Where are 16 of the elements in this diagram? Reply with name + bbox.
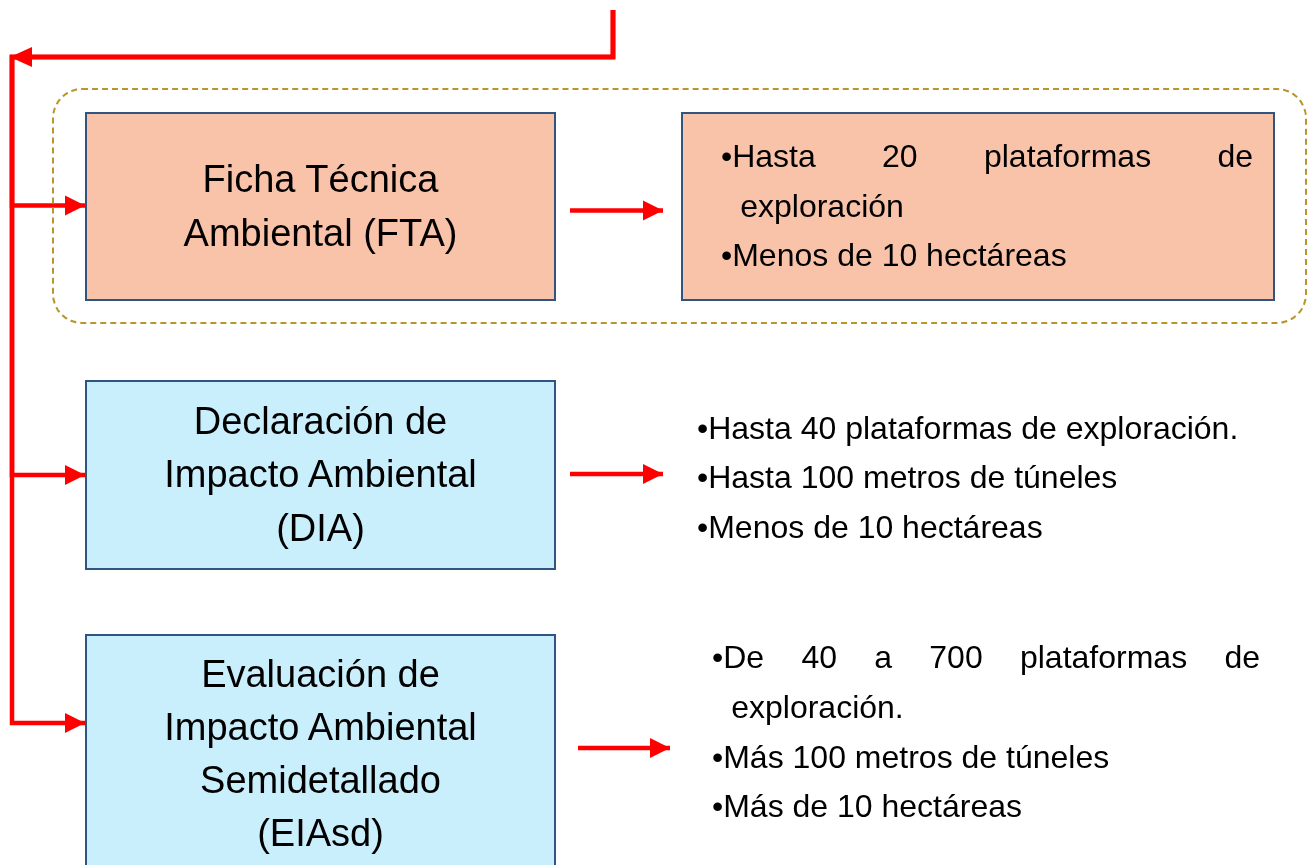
box-label: Declaración de Impacto Ambiental (DIA) <box>163 399 478 551</box>
criteria-box <box>681 112 1275 301</box>
bullet-item: •Hasta 40 plataformas de exploración. <box>697 408 1240 448</box>
bullet-item: •Hasta 20 plataformas de exploración <box>721 137 1253 226</box>
box-label: Ficha Técnica Ambiental (FTA) <box>182 157 459 256</box>
bullet-item: •De 40 a 700 plataformas de exploración. <box>712 638 1260 727</box>
process-box <box>85 112 556 301</box>
box-label: Evaluación de Impacto Ambiental Semidetallado (EIAsd) <box>163 651 478 857</box>
bullet-item: •Más de 10 hectáreas <box>712 787 1024 827</box>
bullet-item: •Menos de 10 hectáreas <box>697 507 1044 547</box>
dashed-group-box <box>52 88 1307 324</box>
process-box <box>85 634 556 865</box>
process-box <box>85 380 556 570</box>
bullet-item: •Hasta 100 metros de túneles <box>697 458 1119 498</box>
bullet-item: •Menos de 10 hectáreas <box>721 236 1068 276</box>
bullet-item: •Más 100 metros de túneles <box>712 737 1111 777</box>
